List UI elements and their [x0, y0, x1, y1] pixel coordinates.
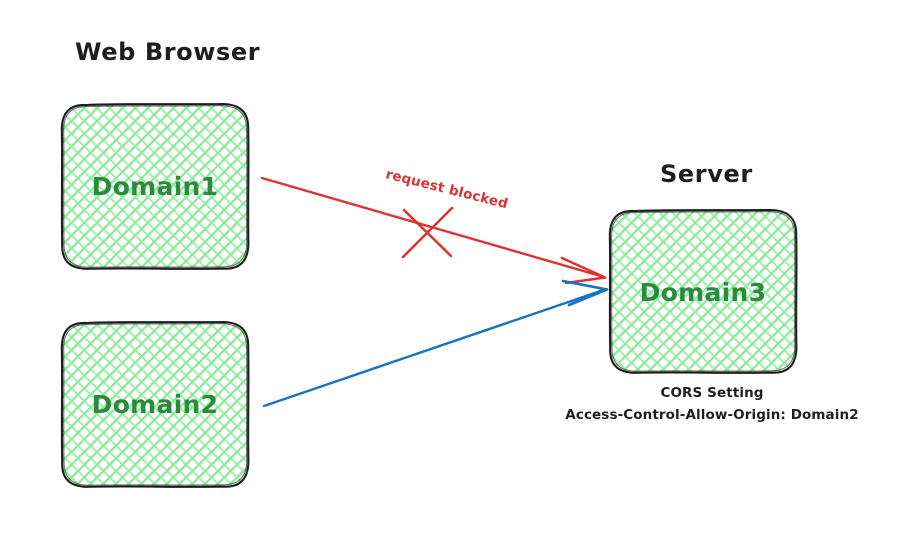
domain2-box-fill-cross [62, 322, 248, 486]
domain1-box-fill-cross [62, 104, 248, 268]
node-domain1[interactable]: Domain1 [60, 102, 250, 270]
request-blocked-label: request blocked [384, 166, 510, 212]
domain1-box-outline-second [63, 105, 248, 268]
domain2-box-outline-second [63, 323, 248, 486]
domain3-box-fill-cross [610, 210, 796, 372]
cors-setting-caption: CORS Setting Access-Control-Allow-Origin… [565, 385, 858, 423]
blue-arrow-shaft [262, 287, 608, 408]
node-domain3[interactable]: Domain3 [608, 208, 798, 374]
domain1-label: Domain1 [92, 172, 219, 201]
cors-caption-line1: CORS Setting [660, 385, 763, 401]
web-browser-group-label: Web Browser [75, 38, 260, 66]
domain1-box-outline [60, 102, 250, 270]
cors-caption-line2: Access-Control-Allow-Origin: Domain2 [565, 407, 858, 423]
domain2-box-outline [60, 320, 250, 488]
node-domain2[interactable]: Domain2 [60, 320, 250, 488]
server-group-label: Server [660, 160, 753, 188]
request-blocked-x-icon [401, 206, 454, 259]
blue-arrow-head [561, 279, 609, 307]
red-arrow-shaft [260, 176, 606, 279]
domain3-label: Domain3 [640, 278, 767, 307]
edge-domain2-to-domain3[interactable] [262, 279, 609, 408]
domain3-box-outline [608, 208, 798, 374]
edge-domain1-to-domain3[interactable]: request blocked [260, 166, 607, 285]
domain3-box-outline-second [611, 211, 796, 372]
domain2-label: Domain2 [92, 390, 219, 419]
